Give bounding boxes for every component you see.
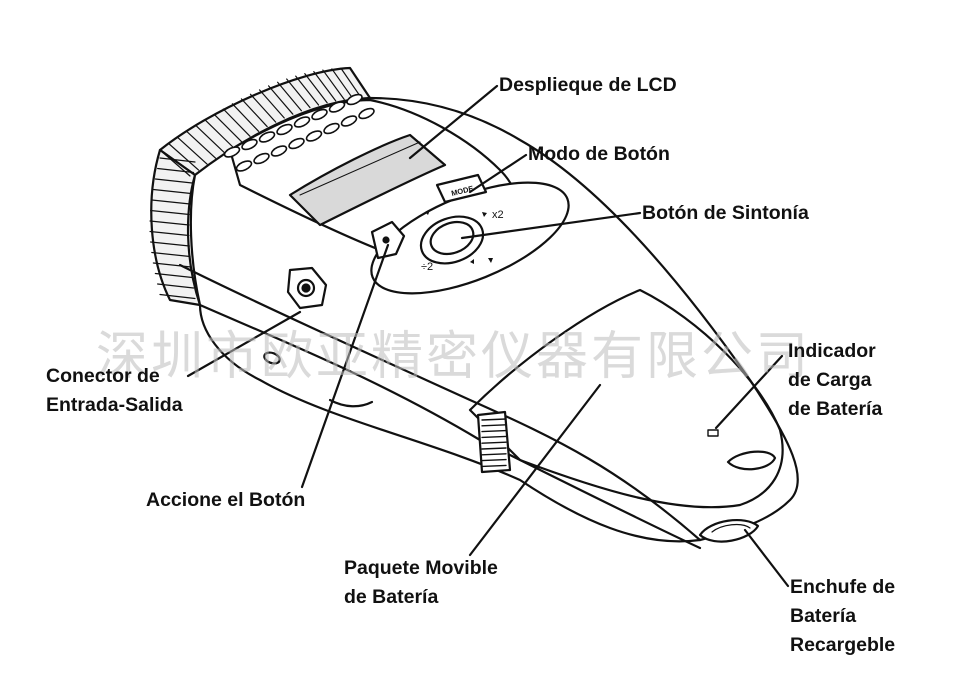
knurl-tick — [157, 167, 195, 174]
knurl-tick — [195, 125, 225, 154]
knurl-tick — [159, 157, 196, 163]
callout-action — [300, 243, 390, 489]
callout-jack — [743, 528, 790, 588]
callout-mode — [468, 153, 528, 194]
vent-hole — [241, 138, 258, 151]
label-battery-pack: Paquete Movible de Batería — [344, 557, 498, 608]
battery-pack-outline — [468, 288, 784, 509]
latch-rib — [481, 447, 507, 450]
vent-hole — [270, 145, 288, 157]
vent-hole — [311, 108, 328, 121]
label-charge-indicator: Indicador de Carga de Batería — [788, 340, 883, 420]
tuning-knob-inner — [429, 220, 475, 256]
knurl-tick — [150, 241, 190, 247]
latch-rib — [481, 441, 507, 444]
vent-hole — [328, 101, 346, 113]
latch-rib — [481, 435, 507, 439]
knurl-tick — [258, 89, 285, 119]
charge-indicator-led — [707, 429, 719, 437]
vent-hole — [258, 131, 276, 143]
knurl-tick — [151, 251, 191, 258]
callout-tuning — [460, 211, 642, 240]
vent-hole — [340, 115, 358, 127]
knurl-tick — [249, 93, 277, 123]
knurl-tick — [149, 220, 190, 226]
label-action-button: Accione el Botón — [146, 489, 306, 511]
vent-hole — [235, 160, 253, 172]
mode-button-shape — [435, 173, 488, 204]
knurl-tick — [157, 283, 195, 289]
knurl-tick — [159, 293, 196, 300]
callout-lcd — [408, 84, 499, 160]
label-io-connector: Conector de Entrada-Salida — [46, 365, 183, 416]
vent-hole — [253, 152, 270, 165]
callout-io — [186, 310, 302, 378]
vent-hole — [358, 107, 375, 120]
div2-mark: ÷2 — [421, 261, 433, 273]
callout-indicator — [714, 354, 784, 430]
callout-battery — [468, 383, 602, 557]
label-tuning-button: Botón de Sintonía — [642, 202, 809, 224]
knurl-tick — [150, 209, 190, 216]
label-battery-jack: Enchufe de Batería Recargeble — [790, 576, 896, 656]
knurl-tick — [240, 98, 268, 128]
vent-hole — [346, 93, 363, 106]
latch-rib — [481, 453, 507, 456]
knurl-tick — [286, 78, 311, 109]
knurl-tick — [349, 67, 371, 99]
knurl-tick — [154, 272, 193, 279]
knurl-tick — [154, 178, 193, 184]
knurl-tick — [222, 108, 251, 137]
knurl-tick — [231, 103, 260, 132]
knurl-tick — [340, 67, 363, 99]
knurl-tick — [149, 230, 190, 237]
vent-hole — [305, 130, 323, 142]
knurl-tick — [168, 143, 200, 171]
label-mode-button: Modo de Botón — [528, 143, 670, 165]
latch-rib — [481, 424, 507, 427]
knurl-tick — [152, 188, 192, 195]
knurl-tick — [186, 131, 217, 159]
lcd-window — [288, 133, 447, 227]
knurl-tick — [277, 81, 303, 112]
knurl-tick — [177, 137, 208, 165]
vent-hole — [223, 146, 241, 158]
knurl-tick — [213, 113, 243, 143]
knurl-tick — [322, 69, 345, 101]
knurl-tick — [267, 85, 294, 115]
vent-hole — [288, 137, 305, 150]
front-slot — [726, 450, 777, 471]
vent-hole — [323, 122, 340, 135]
latch-rib — [481, 458, 507, 462]
latch-rib — [481, 464, 507, 468]
watermark-text: 深圳市欧亚精密仪器有限公司 — [96, 327, 812, 387]
knurl-tick — [151, 199, 191, 205]
vent-hole — [276, 123, 293, 136]
x2-mark: x2 — [492, 209, 504, 221]
knurl-tick — [304, 73, 328, 104]
latch-rib — [481, 429, 507, 433]
knurl-tick — [204, 119, 234, 148]
latch-rib — [481, 418, 507, 421]
vent-hole — [293, 116, 311, 128]
label-lcd-display: Desplieque de LCD — [499, 74, 677, 96]
knurl-tick — [295, 75, 320, 106]
knurl-tick — [331, 68, 354, 100]
knurl-tick — [313, 71, 337, 102]
